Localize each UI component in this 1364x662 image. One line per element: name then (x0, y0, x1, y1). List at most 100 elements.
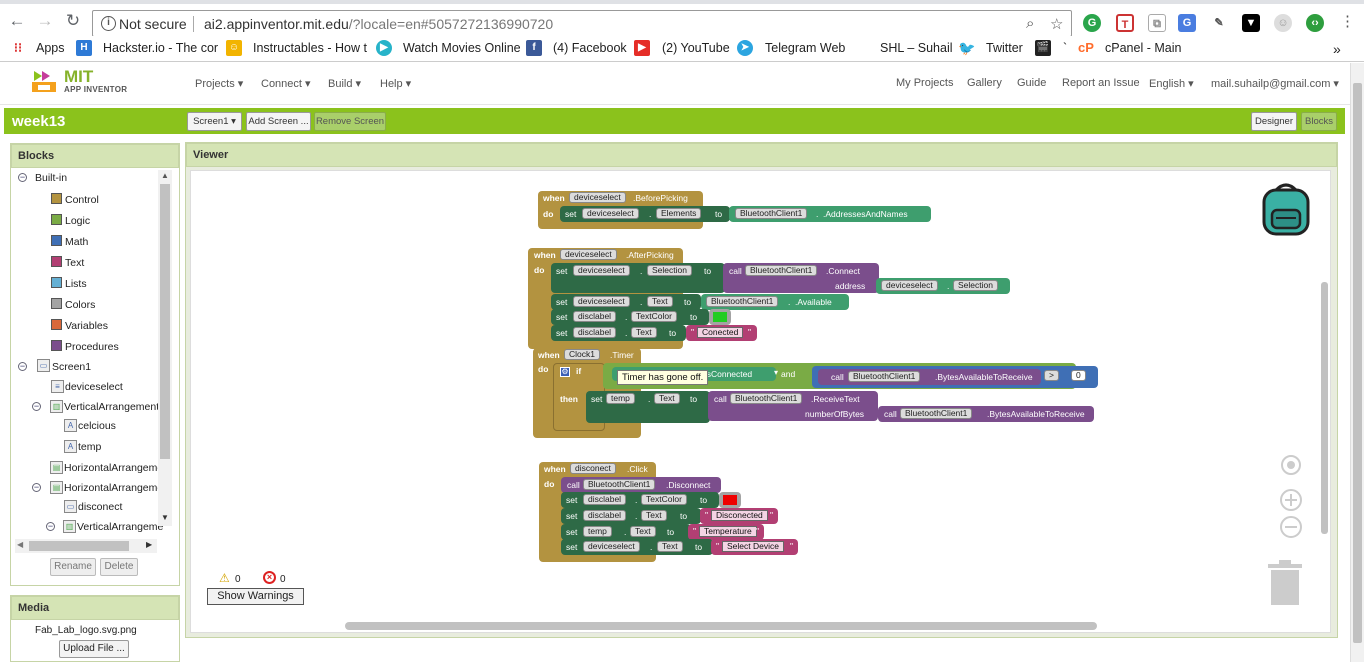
call-block-connect[interactable]: call BluetoothClient1 .Connect address (723, 263, 879, 293)
bookmark-telegram[interactable]: Telegram Web (765, 41, 846, 55)
zoom-in-icon[interactable] (1279, 488, 1303, 512)
tree-colors[interactable]: Colors (65, 299, 96, 311)
forward-icon[interactable]: → (36, 11, 54, 30)
translate-icon[interactable]: G (1178, 14, 1196, 32)
tree-logic[interactable]: Logic (65, 215, 91, 227)
v-extension-icon[interactable]: ▼ (1242, 14, 1260, 32)
url-text[interactable]: ai2.appinventor.mit.edu/?locale=en#50572… (204, 16, 554, 32)
info-icon[interactable]: i (101, 16, 116, 31)
backpack-icon[interactable] (1258, 180, 1314, 238)
code-extension-icon[interactable]: ‹› (1306, 14, 1324, 32)
collapse-icon[interactable]: − (32, 401, 41, 411)
tree-screen1[interactable]: Screen1 (52, 361, 92, 373)
media-file[interactable]: Fab_Lab_logo.svg.png (35, 625, 137, 636)
tree-lists[interactable]: Lists (65, 278, 87, 290)
t-extension-icon[interactable]: T (1116, 14, 1134, 32)
menu-connect[interactable]: Connect ▾ (261, 78, 311, 90)
set-block-conected[interactable]: set disclabel . Text to (551, 325, 686, 341)
getter-addressesandnames[interactable]: BluetoothClient1 . .AddressesAndNames (729, 206, 931, 222)
tree-celcious[interactable]: celcious (78, 420, 116, 432)
text-conected[interactable]: "Conected" (686, 325, 757, 341)
bookmark-instructables[interactable]: Instructables - How t (253, 41, 367, 55)
collapse-icon[interactable]: − (18, 361, 27, 371)
color-green-block[interactable] (709, 309, 731, 325)
bookmark-twitter[interactable]: Twitter (986, 41, 1023, 55)
tree-temp[interactable]: temp (78, 441, 102, 453)
component-dropdown[interactable]: deviceselect (569, 192, 626, 203)
page-scrollbar[interactable] (1350, 63, 1364, 662)
text-disconected[interactable]: "Disconected" (700, 508, 778, 524)
link-guide[interactable]: Guide (1017, 77, 1047, 89)
tree-procedures[interactable]: Procedures (65, 341, 119, 353)
reload-icon[interactable]: ↻ (65, 11, 81, 30)
zoom-out-icon[interactable] (1279, 515, 1303, 539)
eyedropper-icon[interactable]: ✎ (1210, 14, 1228, 32)
remove-screen-button[interactable]: Remove Screen (314, 112, 386, 131)
call-block-disconnect[interactable]: call BluetoothClient1 .Disconnect (561, 477, 721, 493)
link-gallery[interactable]: Gallery (967, 77, 1002, 89)
set-block-temperature[interactable]: set temp . Text to (561, 524, 691, 540)
rename-button[interactable]: Rename (50, 558, 96, 576)
set-block-disconected[interactable]: set disclabel . Text to (561, 508, 701, 524)
delete-button[interactable]: Delete (100, 558, 138, 576)
set-block-textcolor[interactable]: set disclabel . TextColor to (551, 309, 709, 325)
bookmark-cpanel[interactable]: cPanel - Main (1105, 41, 1182, 55)
trash-icon[interactable] (1267, 560, 1303, 606)
menu-account[interactable]: mail.suhailp@gmail.com ▾ (1211, 78, 1339, 90)
color-red-block[interactable] (719, 492, 741, 508)
bookmark-shl[interactable]: SHL – Suhail (880, 41, 953, 55)
tree-builtin[interactable]: Built-in (35, 172, 68, 184)
text-temperature[interactable]: "Temperature" (688, 524, 764, 540)
bookmark-youtube[interactable]: (2) YouTube (662, 41, 730, 55)
collapse-icon[interactable]: − (32, 482, 41, 492)
tree-horizontalarrangement[interactable]: HorizontalArrangeme (64, 462, 164, 474)
bookmark-apps[interactable]: Apps (36, 41, 65, 55)
add-screen-button[interactable]: Add Screen ... (246, 112, 311, 131)
compare-operator-dropdown[interactable]: > (1044, 370, 1059, 381)
menu-help[interactable]: Help ▾ (380, 78, 412, 90)
link-my-projects[interactable]: My Projects (896, 77, 954, 89)
tree-vertical-scrollbar[interactable]: ▲▼ (158, 170, 172, 526)
tree-math[interactable]: Math (65, 236, 89, 248)
tree-verticalarrangement[interactable]: VerticalArrangeme (77, 521, 164, 533)
grammarly-icon[interactable]: G (1083, 14, 1101, 32)
star-icon[interactable]: ☆ (1050, 16, 1064, 33)
call-block-receivetext[interactable]: call BluetoothClient1 .ReceiveText numbe… (708, 391, 878, 421)
address-bar[interactable]: i Not secure ai2.appinventor.mit.edu/?lo… (92, 10, 1072, 37)
call-block-bytesavailable[interactable]: call BluetoothClient1 .BytesAvailableToR… (818, 369, 1041, 385)
tree-disconect[interactable]: disconect (78, 501, 123, 513)
apps-icon[interactable]: ⁝⁝ (13, 40, 23, 55)
menu-icon[interactable]: ⋮ (1340, 13, 1355, 30)
more-bookmarks-icon[interactable]: » (1333, 41, 1341, 57)
text-select-device[interactable]: "Select Device" (711, 539, 798, 555)
show-warnings-button[interactable]: Show Warnings (207, 588, 304, 605)
face-extension-icon[interactable]: ☺ (1274, 14, 1292, 32)
gear-icon[interactable]: ⚙ (560, 367, 570, 377)
tree-text[interactable]: Text (65, 257, 85, 269)
menu-projects[interactable]: Projects ▾ (195, 78, 244, 90)
tree-horizontalarrangement-2[interactable]: HorizontalArrangeme (64, 482, 164, 494)
bookmark-movies[interactable]: Watch Movies Online (403, 41, 521, 55)
tree-horizontal-scrollbar[interactable]: ◀▶ (15, 539, 157, 553)
set-block-text-available[interactable]: set deviceselect . Text to (551, 294, 701, 310)
tree-variables[interactable]: Variables (65, 320, 108, 332)
set-block-textcolor-2[interactable]: set disclabel . TextColor to (561, 492, 719, 508)
blocks-button[interactable]: Blocks (1301, 112, 1337, 131)
tree-control[interactable]: Control (65, 194, 99, 206)
getter-available[interactable]: BluetoothClient1 . .Available (701, 294, 849, 310)
number-zero[interactable]: 0 (1071, 370, 1086, 381)
center-icon[interactable] (1279, 453, 1303, 477)
getter-deviceselect-selection[interactable]: deviceselect . Selection (876, 278, 1010, 294)
set-block-temp-text[interactable]: set temp . Text to (586, 391, 710, 423)
collapse-icon[interactable]: − (18, 172, 27, 182)
tab-extension-icon[interactable]: ⧉ (1148, 14, 1166, 32)
zoom-icon[interactable]: ⌕ (1026, 15, 1035, 32)
tree-deviceselect[interactable]: deviceselect (65, 381, 123, 393)
tree-verticalarrangement1[interactable]: VerticalArrangement1 (64, 401, 165, 413)
set-block-elements[interactable]: set deviceselect . Elements to (560, 206, 730, 222)
bookmark-facebook[interactable]: (4) Facebook (553, 41, 627, 55)
designer-button[interactable]: Designer (1251, 112, 1297, 131)
bookmark-hackster[interactable]: Hackster.io - The cor (103, 41, 219, 55)
collapse-icon[interactable]: − (46, 521, 55, 531)
bookmark-backtick[interactable]: ` (1063, 41, 1068, 55)
